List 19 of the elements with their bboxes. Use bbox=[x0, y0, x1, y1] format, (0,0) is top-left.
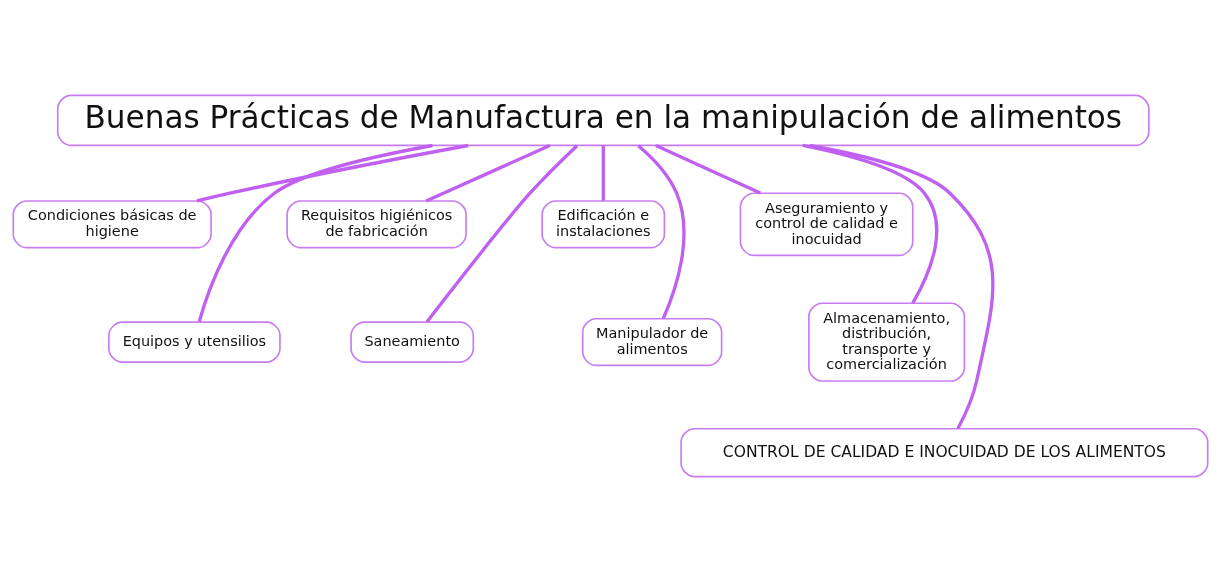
node-box: Saneamiento bbox=[350, 320, 475, 363]
connector bbox=[197, 143, 433, 322]
node-box: Requisitos higiénicos de fabricación bbox=[286, 199, 467, 248]
node-box: Almacenamiento, distribución, transporte y comercialización bbox=[808, 301, 966, 382]
node-box: CONTROL DE CALIDAD E INOCUIDAD DE LOS ALIMENTOS bbox=[680, 427, 1209, 477]
connector bbox=[425, 143, 551, 202]
connector bbox=[425, 143, 579, 323]
node-box: Aseguramiento y control de calidad e inocuidad bbox=[739, 191, 914, 256]
node-box: Edificación e instalaciones bbox=[541, 199, 666, 248]
connector bbox=[809, 143, 995, 429]
node-box: Buenas Prácticas de Manufactura en la manipulación de alimentos bbox=[56, 94, 1150, 146]
connector bbox=[802, 143, 939, 304]
node-box: Manipulador de alimentos bbox=[581, 317, 723, 366]
connector bbox=[196, 143, 469, 203]
node-box: Equipos y utensilios bbox=[108, 320, 281, 363]
connector bbox=[637, 143, 686, 319]
connector bbox=[601, 145, 605, 201]
connector bbox=[655, 143, 761, 195]
node-box: Condiciones básicas de higiene bbox=[12, 199, 212, 248]
